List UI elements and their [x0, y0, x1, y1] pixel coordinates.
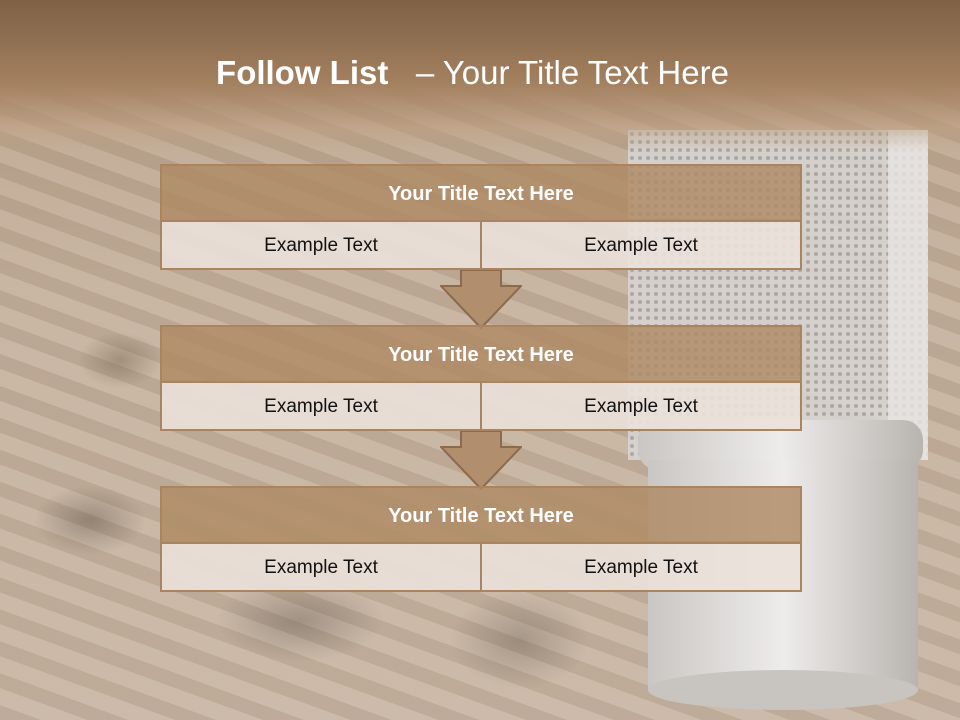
- block-title: Your Title Text Here: [160, 164, 802, 220]
- down-arrow-icon: [440, 431, 522, 491]
- page-title-rest: – Your Title Text Here: [415, 54, 729, 91]
- block-cell-right: Example Text: [481, 542, 802, 592]
- block-cell-right: Example Text: [481, 220, 802, 270]
- page-title-bold: Follow List: [216, 54, 389, 91]
- block-cell-left: Example Text: [160, 542, 481, 592]
- block-row: Example Text Example Text: [160, 542, 802, 592]
- block-title: Your Title Text Here: [160, 486, 802, 542]
- page-title: Follow List – Your Title Text Here: [0, 54, 945, 92]
- down-arrow-icon: [440, 270, 522, 330]
- list-block-3: Your Title Text Here Example Text Exampl…: [160, 486, 802, 592]
- block-cell-left: Example Text: [160, 220, 481, 270]
- list-block-2: Your Title Text Here Example Text Exampl…: [160, 325, 802, 431]
- block-cell-right: Example Text: [481, 381, 802, 431]
- block-row: Example Text Example Text: [160, 381, 802, 431]
- block-row: Example Text Example Text: [160, 220, 802, 270]
- header-band: [0, 0, 960, 150]
- block-cell-left: Example Text: [160, 381, 481, 431]
- block-title: Your Title Text Here: [160, 325, 802, 381]
- list-block-1: Your Title Text Here Example Text Exampl…: [160, 164, 802, 270]
